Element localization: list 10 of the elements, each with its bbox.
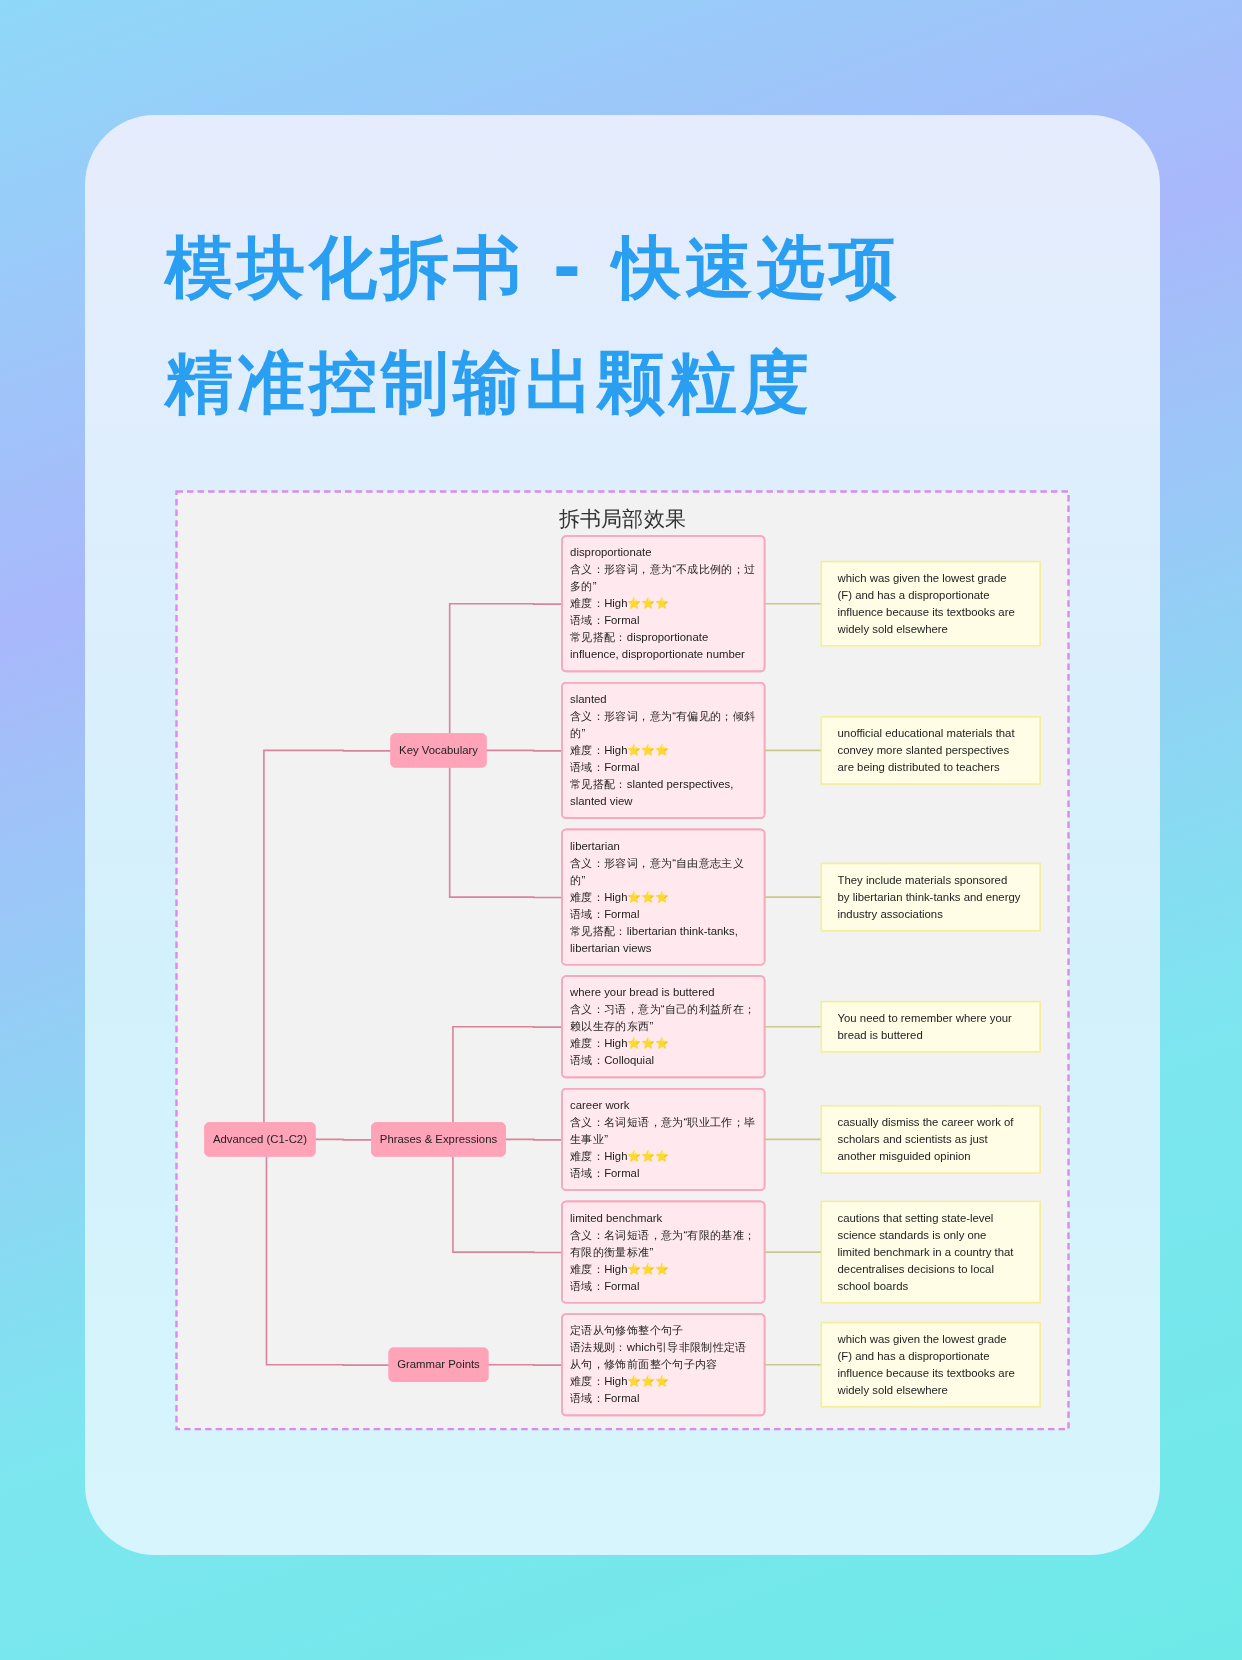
node-box: cautions that setting state-level science standards is only one limited benchmark in a country that decentralises decisions to local school boards [820, 1200, 1041, 1304]
title: 模块化拆书 - 快速选项精准控制输出颗粒度 [165, 227, 902, 424]
node-box: casually dismiss the career work of scholars and scientists as just another misguided opinion [820, 1105, 1041, 1174]
node-box: which was given the lowest grade (F) and has a disproportionate influence because its textbooks are widely sold elsewhere [820, 560, 1041, 647]
connector [314, 1138, 373, 1141]
node-box: unofficial educational materials that convey more slanted perspectives are being distributed to teachers [820, 715, 1041, 785]
node-box: You need to remember where your bread is buttered [820, 1000, 1041, 1053]
node-box: which was given the lowest grade (F) and has a disproportionate influence because its textbooks are widely sold elsewhere [820, 1321, 1041, 1408]
connector [265, 1155, 391, 1366]
node-box: They include materials sponsored by libertarian think-tanks and energy industry associations [820, 862, 1041, 932]
